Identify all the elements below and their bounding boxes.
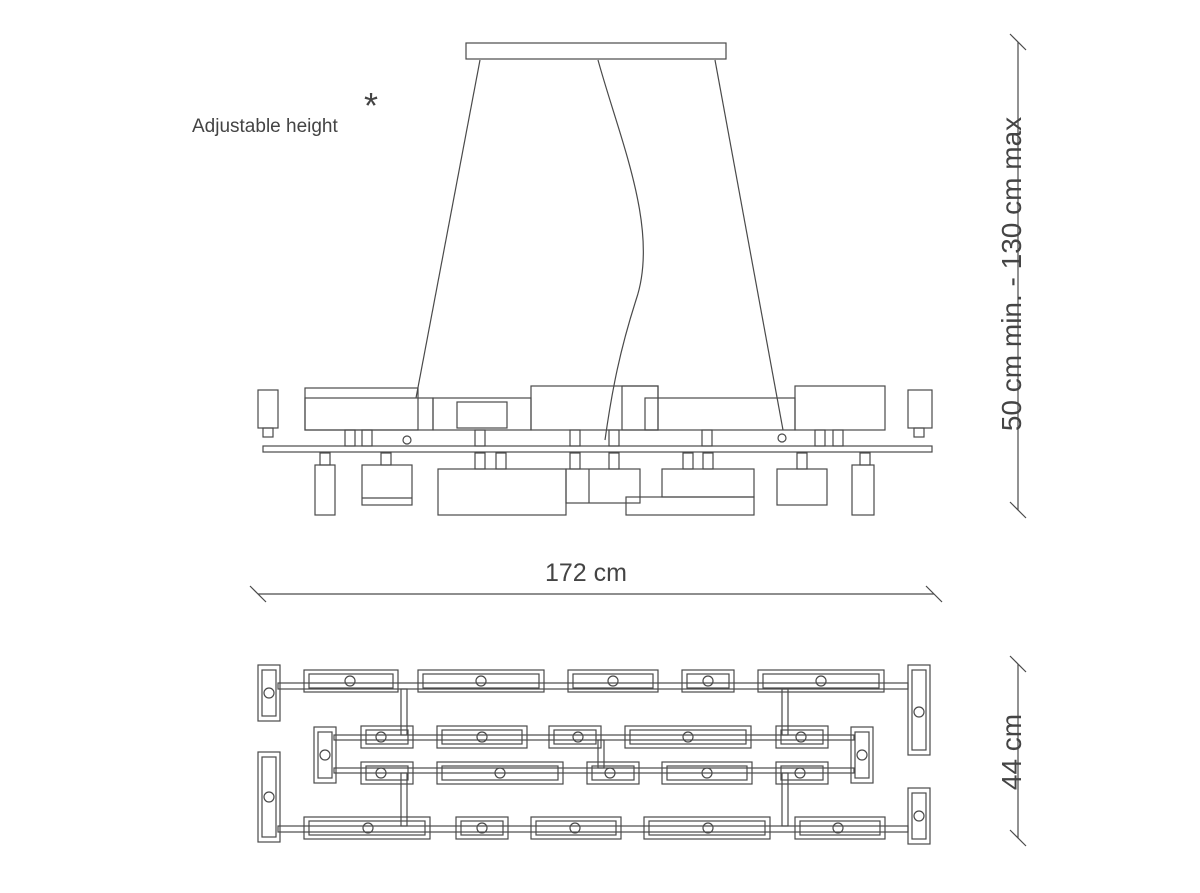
depth-dimension xyxy=(1009,655,1027,847)
depth-dimension-label: 44 cm xyxy=(996,713,1027,791)
suspension-cable-right xyxy=(714,59,784,431)
plan-view xyxy=(257,664,931,845)
asterisk-mark: * xyxy=(364,85,379,126)
height-dimension-label: 50 cm min. - 130 cm max xyxy=(996,116,1027,432)
ceiling-canopy xyxy=(465,42,727,60)
frame-bar xyxy=(262,445,933,453)
width-dimension-label: 172 cm xyxy=(545,559,627,587)
adjustable-height-label: Adjustable height xyxy=(192,116,338,137)
height-dimension xyxy=(1009,33,1027,519)
lower-shades xyxy=(314,452,875,516)
upper-shades xyxy=(257,385,933,447)
power-cord xyxy=(597,59,644,441)
width-dimension xyxy=(249,585,943,603)
suspension-cable-left xyxy=(415,59,481,399)
side-elevation xyxy=(257,42,933,516)
